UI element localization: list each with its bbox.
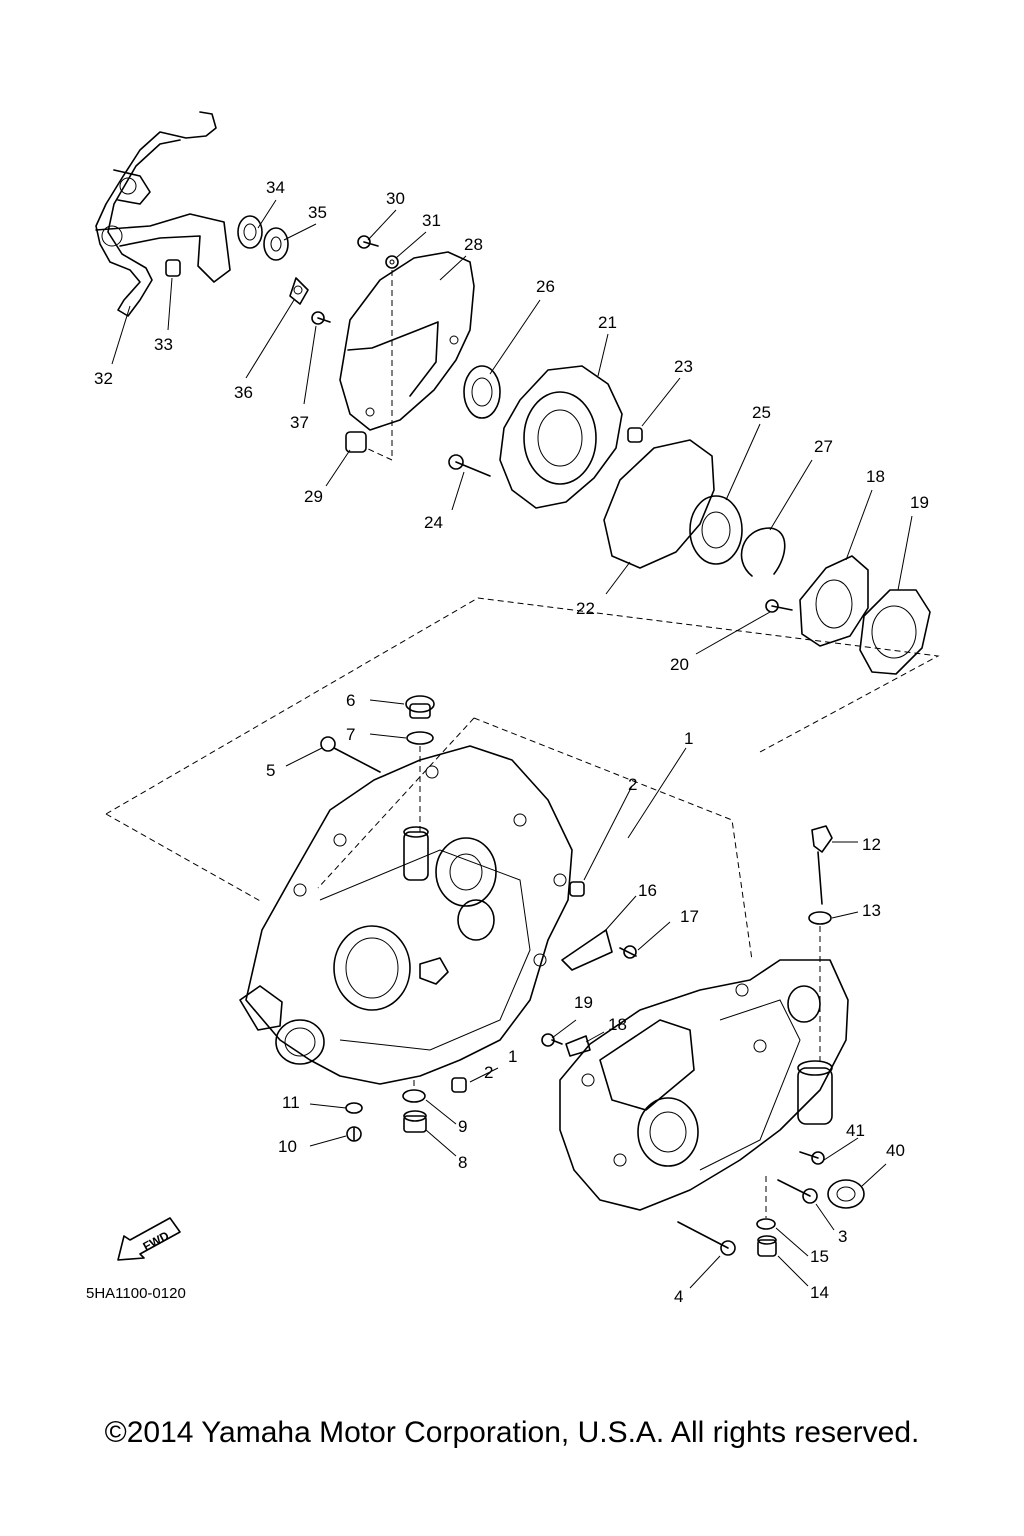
washer-9 [402, 1089, 426, 1103]
retainer-20 [799, 555, 869, 647]
callout-28: 26 [536, 277, 555, 296]
callout-38: 36 [234, 383, 253, 402]
callout-39: 37 [290, 413, 309, 432]
gasket-24 [603, 439, 715, 569]
oil-seal-37 [263, 227, 289, 261]
callout-30: 28 [464, 235, 483, 254]
callout-14: 14 [810, 1283, 829, 1302]
callout-20: 18 [866, 467, 885, 486]
callout-40: 40 [886, 1141, 905, 1160]
lower-leaders [285, 699, 887, 1289]
callout-4: 4 [674, 1287, 683, 1306]
screw-22 [765, 599, 793, 613]
callout-32: 30 [386, 189, 405, 208]
callout-26: 24 [424, 513, 443, 532]
callout-21: 19 [910, 493, 929, 512]
left-crankcase [239, 745, 573, 1085]
callout-25: 23 [674, 357, 693, 376]
oil-seal-28 [463, 365, 501, 419]
circlip-29 [740, 527, 786, 577]
callout-36: 34 [266, 178, 285, 197]
callout-31: 29 [304, 487, 323, 506]
callout-29: 27 [814, 437, 833, 456]
cover-guard-part [95, 111, 231, 317]
screw-39 [311, 311, 331, 325]
callout-11: 11 [282, 1093, 300, 1112]
shroud-30 [339, 251, 475, 431]
callout-10: 10 [278, 1137, 297, 1156]
screw-17 [619, 945, 637, 959]
gasket-21 [859, 589, 931, 675]
callout-15: 15 [810, 1247, 829, 1266]
bolt-5 [320, 736, 381, 773]
callout-23: 21 [598, 313, 617, 332]
callout-13: 13 [862, 901, 881, 920]
washer-33 [385, 255, 399, 269]
upper-leaders [111, 199, 913, 655]
dowel-2-upper [569, 881, 585, 897]
assembly-frame [105, 597, 940, 961]
plug-14 [757, 1235, 777, 1257]
plug-8 [403, 1110, 427, 1133]
callout-9: 9 [458, 1117, 467, 1136]
callout-27: 25 [752, 403, 771, 422]
callout-5: 5 [266, 761, 275, 780]
dowel-25 [627, 427, 643, 443]
copyright-notice: ©2014 Yamaha Motor Corporation, U.S.A. A… [104, 1416, 920, 1449]
fwd-arrow-icon: FWD [117, 1217, 181, 1261]
callout-19: 19 [574, 993, 593, 1012]
callout-1-upper: 1 [684, 729, 693, 748]
washer-11 [345, 1102, 363, 1114]
plug-6 [405, 695, 435, 719]
bushing-35 [165, 259, 181, 277]
housing-23 [499, 365, 623, 509]
bolt-3 [777, 1179, 818, 1204]
diagram-code: 5HA1100-0120 [86, 1285, 186, 1302]
callout-16: 16 [638, 881, 657, 900]
callout-18: 18 [608, 1015, 627, 1034]
bolt-10 [346, 1126, 362, 1142]
callout-41: 41 [846, 1121, 865, 1140]
screw-19 [541, 1033, 563, 1047]
callout-22: 20 [670, 655, 689, 674]
plate-38 [289, 277, 309, 305]
bearing-36 [237, 215, 263, 249]
callout-1-lower: 1 [508, 1047, 517, 1066]
washer-7 [406, 731, 434, 745]
o-ring-13 [808, 911, 832, 925]
callout-7: 7 [346, 725, 355, 744]
callout-2-upper: 2 [628, 775, 637, 794]
washer-15 [756, 1218, 776, 1230]
plate-16 [561, 929, 613, 971]
bolt-26 [448, 454, 491, 477]
dowel-2-lower [451, 1077, 467, 1093]
bushing-31 [345, 431, 367, 453]
bolt-41 [799, 1151, 825, 1165]
callout-2-lower: 2 [484, 1063, 493, 1082]
bolt-4 [677, 1221, 736, 1256]
callout-17: 17 [680, 907, 699, 926]
callout-3: 3 [838, 1227, 847, 1246]
plate-18 [565, 1035, 591, 1057]
callout-labels: 34 35 30 31 28 26 21 23 25 27 18 19 33 3… [94, 178, 929, 1306]
callout-12: 12 [862, 835, 881, 854]
dipstick-12 [811, 825, 833, 905]
cap-40 [827, 1179, 865, 1209]
callout-35: 33 [154, 335, 173, 354]
screw-32 [357, 235, 379, 249]
callout-24: 22 [576, 599, 595, 618]
callout-8: 8 [458, 1153, 467, 1172]
callout-6: 6 [346, 691, 355, 710]
bearing-27 [689, 495, 743, 565]
callout-37: 35 [308, 203, 327, 222]
callout-34: 32 [94, 369, 113, 388]
right-crankcase [559, 959, 849, 1211]
callout-33: 31 [422, 211, 441, 230]
